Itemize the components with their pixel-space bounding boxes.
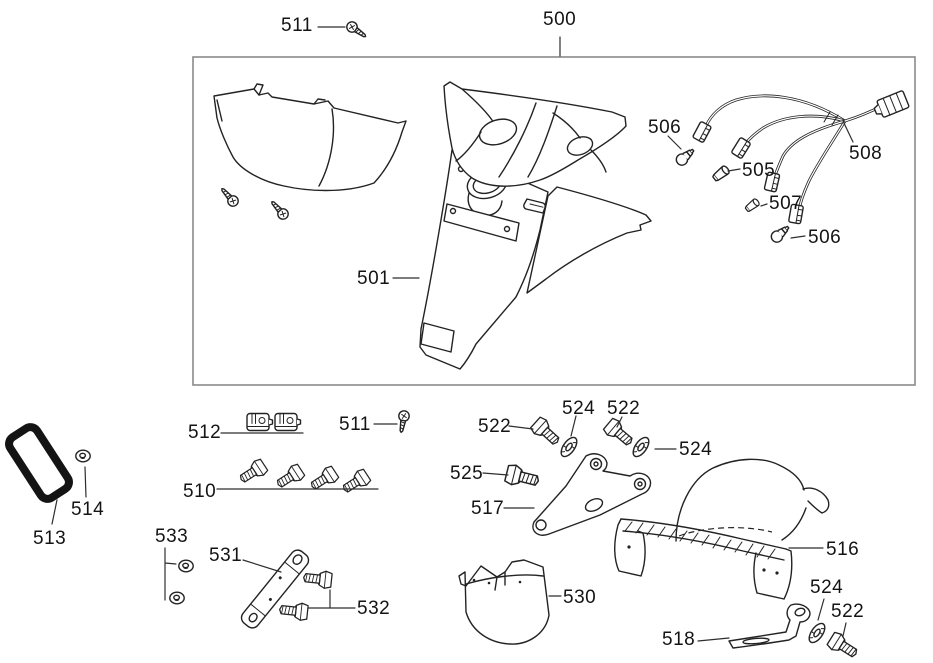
cover-screw-1 <box>217 184 242 210</box>
leader-524-top <box>570 415 577 437</box>
leader-518 <box>697 637 730 642</box>
part-524-washer-bottom <box>805 620 829 646</box>
part-label-522-left: 522 <box>478 416 512 437</box>
leader-505 <box>727 168 741 172</box>
part-label-511-mid: 511 <box>339 414 371 435</box>
part-513-pad-drawing <box>5 423 73 503</box>
part-label-530: 530 <box>563 587 597 608</box>
part-512-clip-1 <box>246 412 274 432</box>
leader-522-top <box>616 416 623 428</box>
part-514-grommet <box>75 449 91 463</box>
part-label-505: 505 <box>742 160 776 181</box>
leader-lines <box>51 26 854 642</box>
part-500-assembly-box <box>192 56 916 386</box>
part-510-bolt-2 <box>273 462 307 493</box>
part-517-bracket-drawing <box>532 453 652 536</box>
leader-533 <box>164 547 177 601</box>
part-525-bolt <box>503 462 542 492</box>
leader-514 <box>84 466 87 498</box>
part-label-513: 513 <box>33 528 67 549</box>
part-532-bolt-1 <box>302 568 333 590</box>
part-label-514: 514 <box>71 499 105 520</box>
part-533-washer-1 <box>178 559 194 573</box>
part-512-clip-2 <box>274 412 302 432</box>
leader-507 <box>760 203 768 207</box>
part-label-508: 508 <box>849 143 883 164</box>
part-524-washer-right <box>629 434 653 460</box>
part-label-517: 517 <box>471 498 505 519</box>
part-501-fender-drawing <box>419 149 652 370</box>
leader-531 <box>242 559 282 573</box>
leader-506-lower <box>790 235 806 239</box>
part-510-bolt-4 <box>339 467 373 498</box>
cover-screw-2 <box>267 197 292 223</box>
side-cover-drawing <box>213 83 407 192</box>
tail-cover-wing-drawing <box>443 81 627 187</box>
part-518-bracket-drawing <box>728 603 811 649</box>
part-506-bulb-upper <box>673 145 698 169</box>
leader-522-left <box>508 425 534 430</box>
part-label-522-top: 522 <box>607 398 641 419</box>
part-label-531: 531 <box>209 545 243 566</box>
part-531-bracket-drawing <box>240 549 310 629</box>
part-506-bulb-lower <box>768 222 793 246</box>
part-label-506-lower: 506 <box>808 227 842 248</box>
part-label-511-top: 511 <box>281 15 313 36</box>
part-516-fender-drawing <box>614 458 830 600</box>
part-label-524-right: 524 <box>679 439 713 460</box>
leader-506-upper <box>667 135 682 150</box>
part-label-501: 501 <box>357 268 391 289</box>
part-label-532: 532 <box>357 598 391 619</box>
leader-508 <box>842 120 854 143</box>
part-511-screw-mid <box>395 409 411 434</box>
part-label-506-upper: 506 <box>648 117 682 138</box>
leader-513 <box>51 499 58 525</box>
part-505-terminal <box>710 164 732 184</box>
part-507-terminal <box>743 197 761 214</box>
part-530-flap-drawing <box>458 559 550 645</box>
part-508-harness-drawing <box>691 90 910 225</box>
harness-socket-1 <box>691 120 713 144</box>
part-label-510: 510 <box>183 481 217 502</box>
part-label-500: 500 <box>543 9 577 30</box>
part-label-512: 512 <box>188 422 222 443</box>
part-522-bolt-left <box>528 415 564 450</box>
part-524-washer-top <box>557 434 581 460</box>
part-label-518: 518 <box>662 629 696 650</box>
leader-525 <box>482 472 509 476</box>
part-533-washer-2 <box>169 591 185 605</box>
part-511-screw-top <box>344 19 370 42</box>
part-label-507: 507 <box>769 193 803 214</box>
part-label-516: 516 <box>826 539 860 560</box>
part-label-524-bottom: 524 <box>810 577 844 598</box>
leader-524-bottom <box>817 598 825 621</box>
part-510-bolt-1 <box>236 457 270 488</box>
harness-main-connector <box>873 90 910 118</box>
part-label-525: 525 <box>450 463 484 484</box>
part-532-bolt-2 <box>278 600 309 622</box>
part-label-524-top: 524 <box>562 398 596 419</box>
part-label-522-bottom: 522 <box>831 601 865 622</box>
leader-522-bottom <box>842 622 847 637</box>
part-label-533: 533 <box>155 526 189 547</box>
leader-532 <box>307 589 356 609</box>
